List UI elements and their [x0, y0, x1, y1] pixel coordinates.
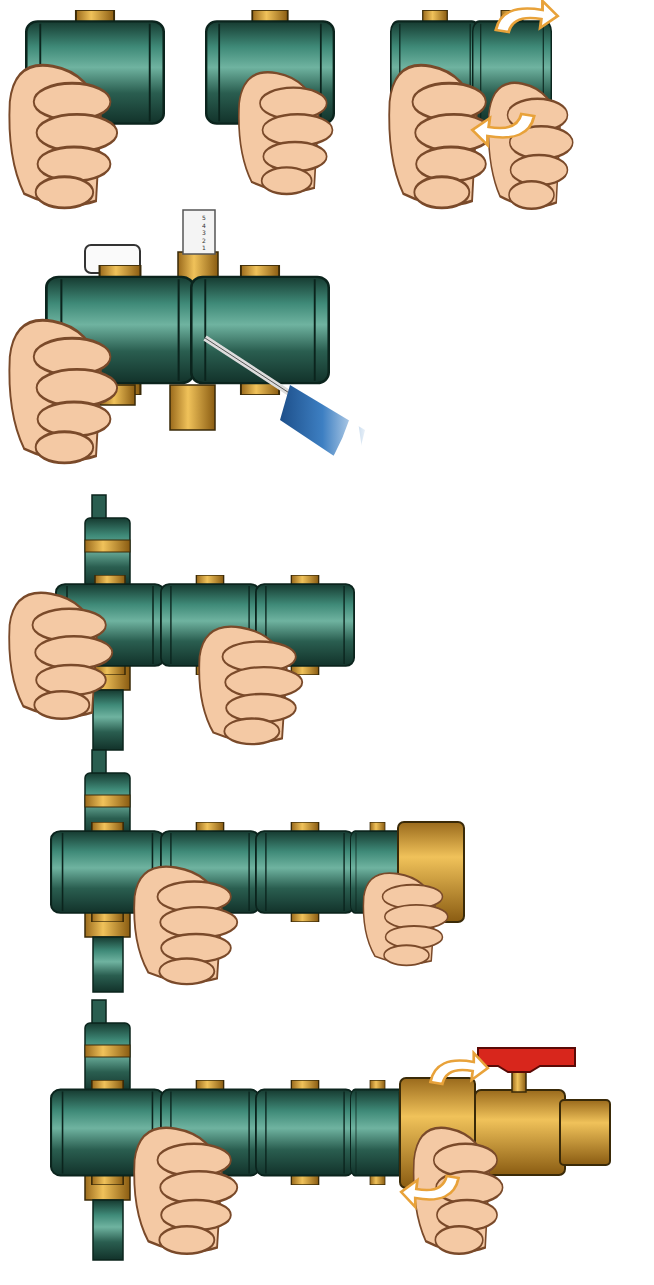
- panel-ball-valve: [51, 1000, 610, 1260]
- scale-number: 1: [202, 244, 206, 251]
- scale-number: 4: [202, 222, 206, 229]
- scale-number: 3: [202, 229, 206, 236]
- panel-tee: [9, 495, 354, 750]
- panel-separate: [9, 1, 572, 209]
- panel-end-cap: [51, 750, 464, 992]
- panel-screwdriver: [9, 210, 365, 470]
- scale-number: 2: [202, 237, 206, 244]
- scale-number: 5: [202, 214, 206, 221]
